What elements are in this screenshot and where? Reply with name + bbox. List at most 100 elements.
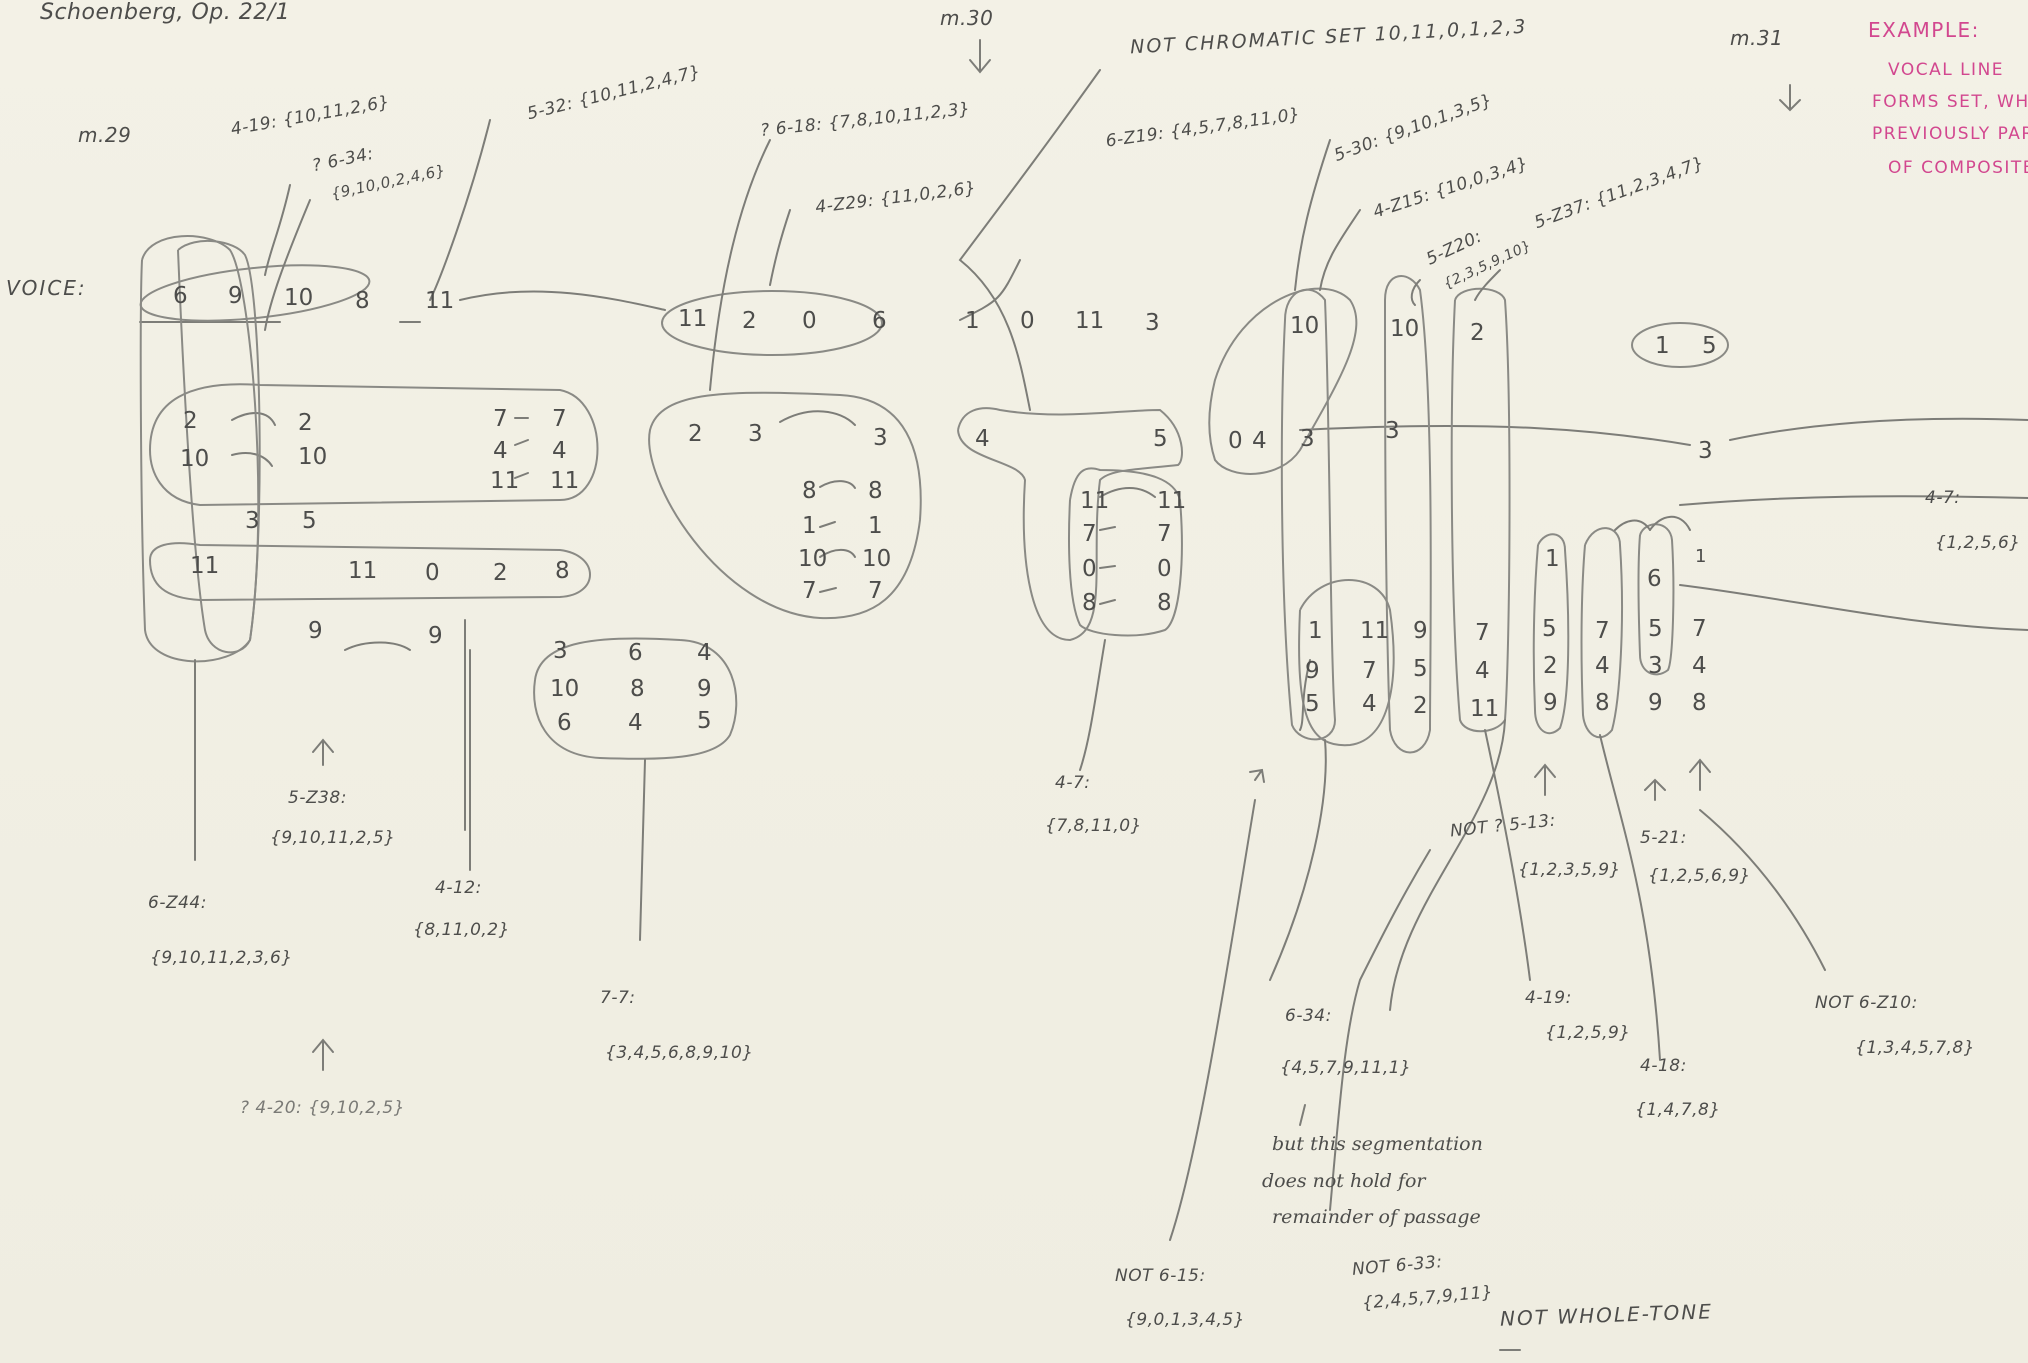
set-label: {9,10,11,2,3,6} [150, 948, 293, 968]
leader-line [1614, 519, 1651, 531]
pitch-class: 4 [628, 710, 643, 736]
pitch-class: 10 [298, 444, 328, 470]
pitch-class: 8 [630, 676, 645, 702]
tie [514, 417, 529, 479]
set-label: 4-18: [1640, 1056, 1687, 1076]
set-label: {4,5,7,9,11,1} [1280, 1058, 1412, 1078]
pitch-class: 6 [628, 640, 643, 666]
arrow-icon [312, 1038, 334, 1071]
pitch-class: 8 [1082, 590, 1097, 616]
pitch-class: 5 [1648, 616, 1663, 642]
pitch-class: 7 [868, 578, 883, 604]
leader-line [464, 619, 471, 871]
pitch-class: 7 [1082, 521, 1097, 547]
arrow-icon [1779, 84, 1801, 112]
pitch-class: 11 [550, 468, 580, 494]
leader-line [1599, 734, 1661, 1061]
leader-line [1079, 639, 1106, 771]
pitch-class: 1 [965, 308, 980, 334]
example-note-line: OF COMPOSITE S [1888, 158, 2028, 178]
pitch-class: 1 [1695, 546, 1707, 567]
leader-line [1299, 1104, 1306, 1126]
set-label: 4-7: [1055, 773, 1091, 793]
pitch-class: 1 [1308, 618, 1323, 644]
pitch-class: 5 [1702, 333, 1717, 359]
set-label: {1,2,3,5,9} [1518, 860, 1621, 880]
pitch-class: 4 [493, 438, 508, 464]
pitch-class: 9 [1413, 618, 1428, 644]
example-note-line: VOCAL LINE [1888, 60, 2005, 80]
pitch-class: 9 [1305, 658, 1320, 684]
leader-line [958, 69, 1101, 411]
pitch-class: 8 [1157, 590, 1172, 616]
pitch-class: 0 [1082, 556, 1097, 582]
pitch-class: 11 [1360, 618, 1390, 644]
segment-ring [1637, 523, 1675, 676]
pitch-class: 7 [1157, 521, 1172, 547]
set-label: {1,4,7,8} [1635, 1100, 1721, 1120]
pitch-class: 4 [1252, 428, 1267, 454]
pitch-class: 4 [1362, 691, 1377, 717]
pitch-class: 5 [302, 508, 317, 534]
pitch-class: 0 [425, 560, 440, 586]
tie [344, 641, 411, 651]
pitch-class: 0 [1228, 428, 1243, 454]
pitch-class: 9 [428, 623, 443, 649]
segment-ring [1280, 288, 1337, 741]
pitch-class: 2 [1470, 320, 1485, 346]
pitch-class: 8 [868, 478, 883, 504]
set-label: 4-12: [435, 878, 482, 898]
pitch-class: 8 [555, 558, 570, 584]
set-label: ? 4-20: {9,10,2,5} [240, 1098, 406, 1118]
pitch-class: 1 [868, 513, 883, 539]
pitch-class: 7 [1475, 620, 1490, 646]
set-label: 6-Z44: [148, 893, 207, 913]
pitch-class: 10 [862, 546, 892, 572]
segment-ring [149, 383, 599, 507]
pitch-class: 3 [1145, 310, 1160, 336]
pitch-class: 2 [493, 560, 508, 586]
set-label: 7-7: [600, 988, 636, 1008]
tie [819, 521, 856, 593]
pitch-class: 5 [1305, 691, 1320, 717]
segment-ring [648, 391, 922, 620]
leader-line [1299, 659, 1311, 731]
pitch-class: 7 [1692, 616, 1707, 642]
voice-label: VOICE: [6, 276, 87, 300]
example-note-line: PREVIOUSLY PART [1872, 124, 2028, 144]
set-label: 6-34: [1285, 1006, 1332, 1026]
voice-connector [959, 259, 1021, 321]
pitch-class: 3 [873, 425, 888, 451]
pitch-class: 2 [688, 421, 703, 447]
pitch-class: 3 [1698, 438, 1713, 464]
set-label: NOT 6-15: [1115, 1266, 1206, 1286]
set-label: {1,2,5,6,9} [1648, 866, 1751, 886]
pitch-class: 3 [1300, 426, 1315, 452]
segment-ring [1631, 322, 1729, 368]
segment-ring [1580, 527, 1623, 739]
pitch-class: 7 [552, 406, 567, 432]
pitch-class: 11 [1080, 488, 1110, 514]
leader-line [639, 759, 646, 941]
leader-line [1410, 279, 1421, 306]
tie [231, 452, 273, 467]
tie [231, 412, 276, 426]
pitch-class: 8 [1692, 690, 1707, 716]
set-label: 4-19: [1525, 988, 1572, 1008]
set-label: {7,8,11,0} [1045, 816, 1142, 836]
pitch-class: 4 [975, 426, 990, 452]
segment-ring [1532, 533, 1570, 735]
tie [819, 480, 856, 489]
leader-line [264, 199, 311, 331]
voice-line [1299, 424, 1691, 446]
arrow-icon [1534, 763, 1556, 796]
set-label: {1,3,4,5,7,8} [1855, 1038, 1976, 1058]
voice-tie [459, 290, 666, 311]
set-label: 5-21: [1640, 828, 1687, 848]
segment-ring [1208, 287, 1358, 475]
pitch-class: 9 [1543, 690, 1558, 716]
pitch-class: 3 [245, 508, 260, 534]
pitch-class: 5 [1413, 656, 1428, 682]
